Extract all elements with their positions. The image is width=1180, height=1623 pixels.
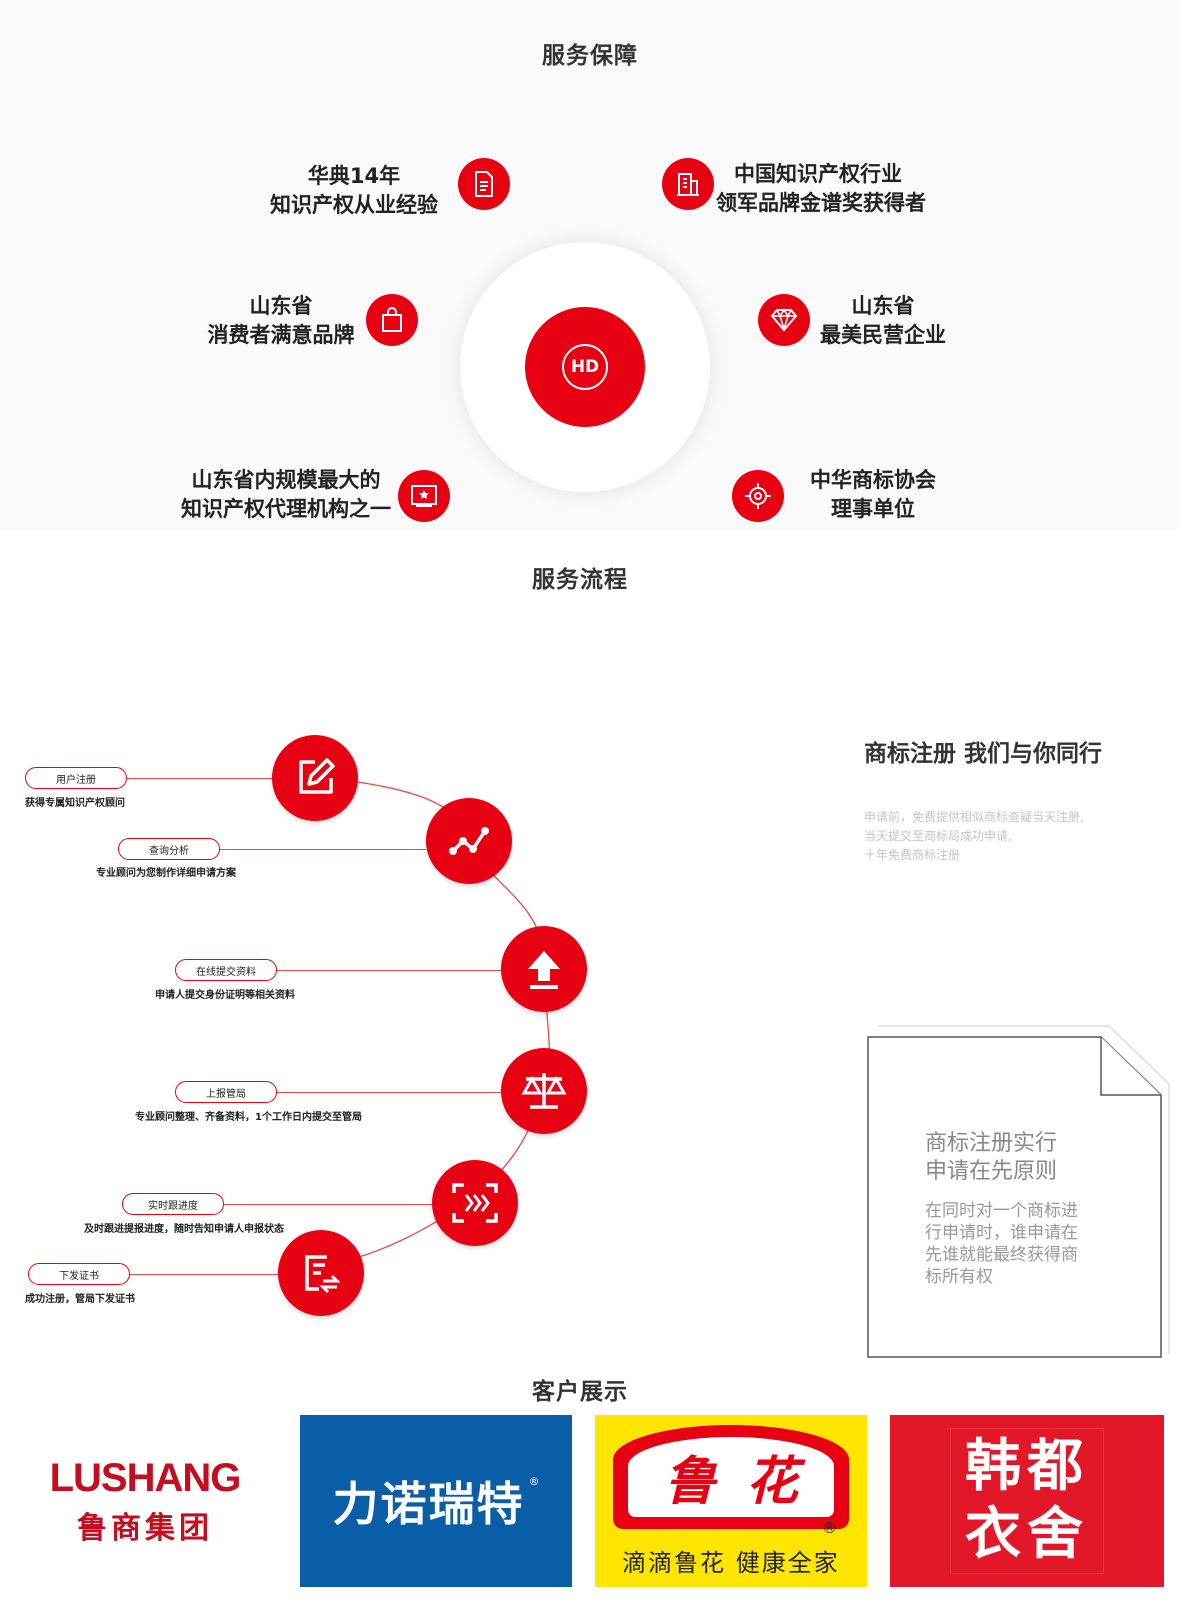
step-label-submit: 在线提交资料 (175, 959, 277, 981)
luhua-char-1: 鲁 (663, 1451, 716, 1512)
client-logo-linuo: 力诺瑞特 ® (300, 1415, 572, 1587)
guarantee-item-association: 中华商标协会 理事单位 (786, 466, 960, 524)
tagline-line: 当天提交至商标局成功申请, (864, 829, 1012, 843)
shopping-bag-icon (366, 294, 418, 346)
edit-icon (272, 735, 358, 821)
guarantee-item-award: 中国知识产权行业 领军品牌金谱奖获得者 (716, 160, 926, 218)
building-icon (662, 158, 714, 210)
step-connector (277, 1092, 501, 1093)
scan-icon (432, 1160, 518, 1246)
guarantee-line2: 知识产权代理机构之一 (181, 497, 391, 521)
document-icon (458, 158, 510, 210)
tagline-line: 十年免费商标注册 (864, 848, 961, 862)
certificate-icon (398, 470, 450, 522)
guarantee-item-enterprise: 山东省 最美民营企业 (808, 292, 958, 350)
step-label-analysis: 查询分析 (118, 838, 220, 860)
step-connector (277, 970, 501, 971)
step-connector (224, 1204, 434, 1205)
step-desc: 申请人提交身份证明等相关资料 (155, 990, 295, 1001)
process-tagline-title: 商标注册 我们与你同行 (864, 741, 1103, 767)
step-desc: 获得专属知识产权顾问 (25, 798, 125, 809)
luhua-emblem-inner: 鲁 花 (628, 1436, 834, 1517)
step-connector (220, 849, 426, 850)
step-label-report: 上报管局 (175, 1081, 277, 1103)
service-process-title: 服务流程 (532, 567, 628, 593)
step-desc: 专业顾问为您制作详细申请方案 (96, 868, 236, 879)
guarantee-item-largest: 山东省内规模最大的 知识产权代理机构之一 (170, 466, 402, 524)
guarantee-line2: 最美民营企业 (820, 323, 946, 347)
principle-title: 商标注册实行 (925, 1131, 1058, 1156)
handu-wordmark-box: 韩都 衣舍 (950, 1428, 1104, 1574)
principle-body: 标所有权 (925, 1267, 993, 1287)
guarantee-line2: 知识产权从业经验 (270, 193, 438, 217)
upload-icon (501, 926, 587, 1012)
guarantee-item-experience: 华典14年 知识产权从业经验 (254, 162, 454, 220)
registered-mark: ® (528, 1474, 540, 1488)
guarantee-line1: 山东省内规模最大的 (191, 468, 381, 492)
guarantee-line2: 消费者满意品牌 (207, 323, 355, 347)
luhua-char-2: 花 (746, 1451, 799, 1512)
principle-body: 先谁就能最终获得商 (925, 1245, 1078, 1265)
guarantee-line2: 理事单位 (831, 497, 915, 521)
guarantee-line1: 山东省 (851, 294, 915, 318)
handu-line2: 衣舍 (965, 1502, 1089, 1567)
step-label-track: 实时跟进度 (122, 1193, 224, 1215)
tagline-line: 申请前，免费提供相似商标查疑当天注册, (864, 810, 1084, 824)
lushang-chinese-name: 鲁商集团 (77, 1510, 213, 1546)
step-connector (130, 1274, 278, 1275)
step-desc: 及时跟进提报进度，随时告知申请人申报状态 (84, 1224, 284, 1235)
principle-card: 商标注册实行 申请在先原则 在同时对一个商标进 行申请时，谁申请在 先谁就能最终… (925, 1130, 1135, 1288)
principle-body: 行申请时，谁申请在 (925, 1223, 1078, 1243)
luhua-emblem: 鲁 花 (613, 1424, 849, 1529)
center-logo: HD (525, 307, 645, 427)
guarantee-line1: 华典14年 (307, 164, 401, 188)
client-logo-lushang: LUSHANG 鲁商集团 (14, 1415, 276, 1587)
hd-logo-text: HD (562, 344, 608, 390)
guarantee-line1: 中国知识产权行业 (734, 162, 902, 186)
guarantee-line1: 山东省 (249, 294, 313, 318)
registered-mark: ® (822, 1519, 837, 1537)
step-label-certificate: 下发证书 (28, 1263, 130, 1285)
principle-body: 在同时对一个商标进 (925, 1201, 1078, 1221)
diamond-icon (758, 294, 810, 346)
lushang-wordmark: LUSHANG (49, 1455, 242, 1500)
document-paper-icon (867, 1025, 1170, 1358)
certificate-form-icon (278, 1230, 364, 1316)
client-logo-handu: 韩都 衣舍 (890, 1415, 1164, 1587)
process-tagline-desc: 申请前，免费提供相似商标查疑当天注册, 当天提交至商标局成功申请, 十年免费商标… (864, 808, 1084, 865)
scale-icon (501, 1048, 587, 1134)
linuo-wordmark: 力诺瑞特 (332, 1477, 525, 1531)
service-guarantee-title: 服务保障 (542, 43, 638, 69)
step-desc: 成功注册，管局下发证书 (25, 1294, 135, 1305)
client-logo-luhua: 鲁 花 滴滴鲁花 健康全家 ® (595, 1415, 867, 1587)
clients-title: 客户展示 (532, 1379, 628, 1405)
handu-line1: 韩都 (965, 1434, 1089, 1499)
target-icon (732, 470, 784, 522)
luhua-slogan-row: 滴滴鲁花 健康全家 (622, 1533, 840, 1578)
step-connector (127, 778, 272, 779)
guarantee-item-satisfaction: 山东省 消费者满意品牌 (196, 292, 366, 350)
chart-line-icon (426, 798, 512, 884)
luhua-slogan: 滴滴鲁花 健康全家 (622, 1548, 840, 1577)
step-label-register: 用户注册 (25, 767, 127, 789)
guarantee-line2: 领军品牌金谱奖获得者 (716, 191, 926, 215)
guarantee-line1: 中华商标协会 (810, 468, 936, 492)
principle-title: 申请在先原则 (925, 1159, 1058, 1184)
step-desc: 专业顾问整理、齐备资料，1个工作日内提交至管局 (135, 1112, 362, 1123)
